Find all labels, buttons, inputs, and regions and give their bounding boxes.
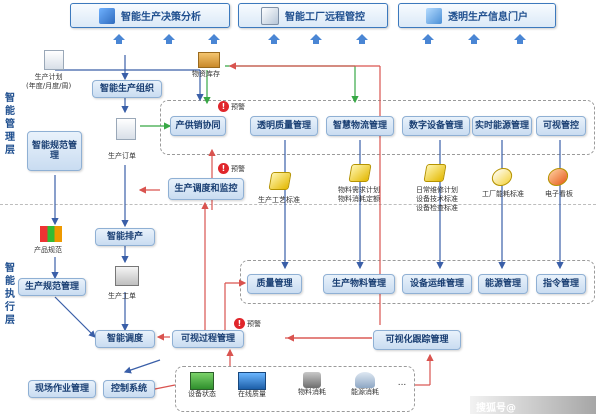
equipment-plan-icon — [423, 164, 447, 182]
alarm-dispatch: !预警 — [218, 163, 245, 174]
node-production-organization[interactable]: 智能生产组织 — [92, 80, 162, 98]
field-item-online-quality: 在线质量 — [232, 372, 272, 399]
node-material-management[interactable]: 生产物料管理 — [323, 274, 395, 294]
watermark-text: 搜狐号@ — [476, 403, 516, 414]
node-smart-logistics[interactable]: 智慧物流管理 — [326, 116, 394, 136]
inventory-label: 物资库存 — [192, 70, 220, 78]
node-site-operations[interactable]: 现场作业管理 — [28, 380, 96, 398]
alarm-visual-process: !预警 — [234, 318, 261, 329]
management-modules-group — [160, 100, 595, 155]
energy-standard-label: 工厂能耗标准 — [482, 190, 524, 198]
field-item-material-consumption: 物料消耗 — [292, 372, 332, 397]
field-item-label: 物料消耗 — [298, 388, 326, 396]
node-transparent-quality[interactable]: 透明质量管理 — [250, 116, 318, 136]
production-plan-label: 生产计划 (年度/月度/周) — [26, 73, 72, 90]
material-plan-icon — [348, 164, 372, 182]
field-item-label: 能源消耗 — [351, 388, 379, 396]
node-supply-chain-coordination[interactable]: 产供销协同 — [170, 116, 226, 136]
online-quality-icon — [238, 372, 266, 390]
top-system-label: 透明生产信息门户 — [448, 12, 528, 23]
node-command-management[interactable]: 指令管理 — [536, 274, 586, 294]
top-system-info-portal[interactable]: 透明生产信息门户 — [398, 3, 556, 28]
top-system-label: 智能生产决策分析 — [121, 12, 201, 23]
top-system-remote-control[interactable]: 智能工厂远程管控 — [238, 3, 388, 28]
node-equipment-operations[interactable]: 设备运维管理 — [402, 274, 472, 294]
process-standard-label: 生产工艺标准 — [258, 196, 300, 204]
energy-consumption-icon — [355, 372, 375, 388]
node-visual-process[interactable]: 可视过程管理 — [172, 330, 244, 348]
production-order-label: 生产订单 — [108, 152, 136, 160]
work-order-label: 生产工单 — [108, 292, 136, 300]
field-item-equipment-status: 设备状态 — [185, 372, 219, 399]
node-smart-scheduling[interactable]: 智能排产 — [95, 228, 155, 246]
node-dispatch-monitor[interactable]: 生产调度和监控 — [168, 178, 244, 200]
execution-layer-label: 智能执行层 — [5, 263, 15, 326]
equipment-plan-label: 日常维修计划 设备技术标准 设备检查标准 — [416, 186, 458, 212]
node-spec-management[interactable]: 智能规范管理 — [27, 131, 82, 171]
node-smart-dispatch[interactable]: 智能调度 — [95, 330, 155, 348]
alarm-supply-chain: !预警 — [218, 101, 245, 112]
process-standard-icon — [268, 172, 292, 190]
product-spec-icon — [40, 226, 62, 242]
production-order-document-icon — [116, 118, 136, 140]
material-consumption-icon — [303, 372, 321, 388]
product-spec-label: 产品规范 — [34, 246, 62, 254]
node-spec-execution[interactable]: 生产规范管理 — [18, 278, 86, 296]
document-stack-icon — [261, 6, 279, 25]
node-quality-management[interactable]: 质量管理 — [247, 274, 302, 294]
field-item-more: ... — [393, 378, 411, 388]
alarm-icon: ! — [218, 163, 229, 174]
node-visual-control[interactable]: 可视管控 — [536, 116, 586, 136]
node-realtime-energy[interactable]: 实时能源管理 — [472, 116, 532, 136]
alarm-label: 预警 — [247, 319, 261, 328]
node-visual-tracking[interactable]: 可视化跟踪管理 — [373, 330, 461, 350]
chart-icon — [99, 7, 115, 24]
top-system-decision-analysis[interactable]: 智能生产决策分析 — [70, 3, 230, 28]
field-item-label: 在线质量 — [238, 390, 266, 398]
alarm-label: 预警 — [231, 164, 245, 173]
management-layer-label: 智能管理层 — [5, 93, 15, 156]
field-data-group — [175, 366, 415, 412]
work-order-clipboard-icon — [115, 266, 139, 286]
inventory-box-icon — [198, 52, 220, 68]
more-icon: ... — [397, 378, 407, 388]
field-item-label: 设备状态 — [188, 390, 216, 398]
watermark-bar — [470, 396, 596, 414]
production-plan-document-icon — [44, 50, 64, 70]
monitor-icon — [426, 7, 442, 24]
node-digital-equipment[interactable]: 数字设备管理 — [402, 116, 470, 136]
equipment-status-icon — [190, 372, 214, 390]
e-kanban-label: 电子看板 — [545, 190, 573, 198]
top-system-label: 智能工厂远程管控 — [285, 12, 365, 23]
alarm-icon: ! — [218, 101, 229, 112]
field-item-energy-consumption: 能源消耗 — [345, 372, 385, 397]
node-control-system[interactable]: 控制系统 — [103, 380, 155, 398]
alarm-icon: ! — [234, 318, 245, 329]
alarm-label: 预警 — [231, 102, 245, 111]
node-energy-management[interactable]: 能源管理 — [478, 274, 528, 294]
layer-divider — [0, 204, 596, 206]
material-plan-label: 物料需求计划 物料消耗定额 — [338, 186, 380, 203]
